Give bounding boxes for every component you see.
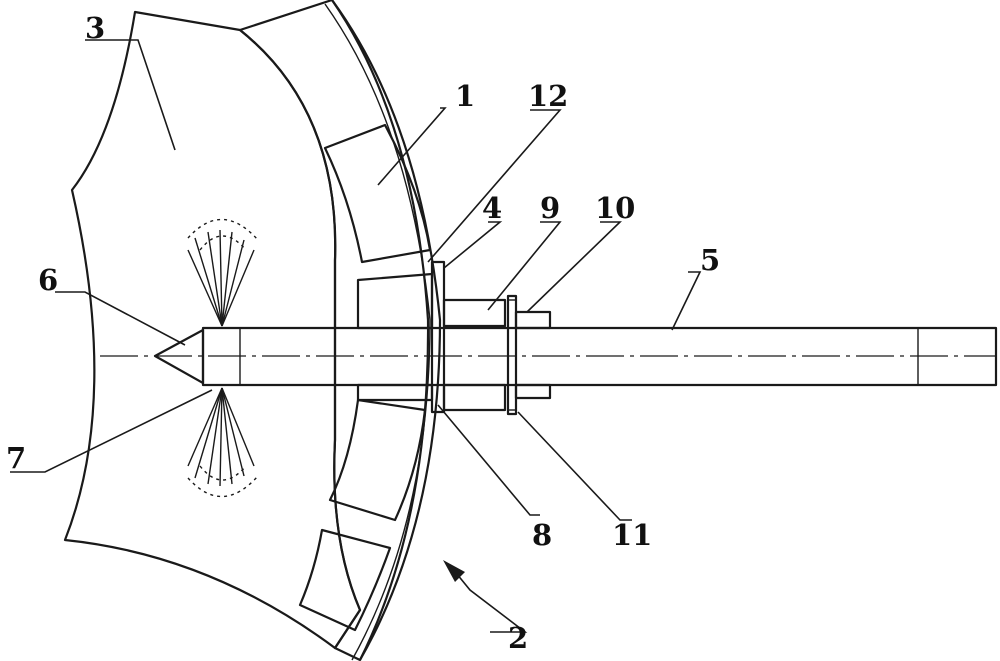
callout-8: 8	[532, 518, 552, 552]
callout-9: 9	[540, 191, 560, 225]
brick-lower	[328, 398, 427, 522]
sleeve-block	[356, 272, 434, 330]
cone-tip-6	[153, 328, 205, 385]
arrow-2	[443, 560, 465, 582]
callout-12: 12	[528, 79, 568, 113]
bolt-11	[506, 294, 518, 416]
refractory-ring-layer	[238, 0, 430, 661]
callout-2: 2	[508, 621, 528, 655]
steel-shell	[331, 0, 442, 661]
refractory-mass-3	[63, 10, 362, 650]
brick-upper	[323, 123, 432, 264]
callout-10: 10	[595, 191, 635, 225]
callout-1: 1	[455, 79, 475, 113]
leader-lines	[10, 39, 702, 633]
callout-7: 7	[6, 441, 26, 475]
steel-shell-inner	[324, 3, 431, 661]
spray-rays-upper	[187, 218, 259, 327]
callout-4: 4	[482, 191, 502, 225]
brick-lower-2	[298, 528, 392, 632]
callout-11: 11	[612, 518, 652, 552]
callout-3: 3	[85, 11, 105, 45]
gland-body-9	[442, 298, 507, 412]
callout-6: 6	[38, 263, 58, 297]
spray-rays-lower	[187, 387, 259, 498]
sleeve-block-lower	[356, 383, 434, 402]
callout-5: 5	[700, 243, 720, 277]
flange-4	[430, 260, 446, 414]
